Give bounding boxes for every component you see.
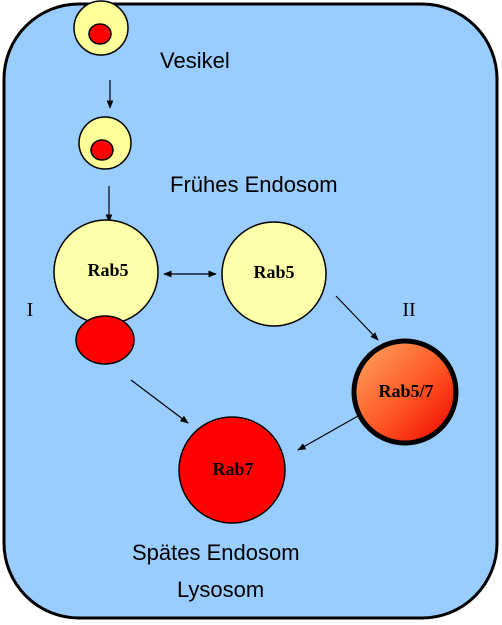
rab57-circle (351, 338, 459, 446)
label-spaetes-endosom: Spätes Endosom (132, 540, 300, 565)
vesicle-top (73, 0, 129, 56)
rab5-left-label: Rab5 (87, 260, 128, 280)
arrow-pathway-one-to-rab7 (130, 379, 189, 424)
rab57-label: Rab5/7 (378, 381, 433, 401)
label-lysosom: Lysosom (177, 577, 264, 602)
arrow-rab5-to-rab57 (335, 295, 379, 341)
arrow-rab57-to-rab7 (297, 415, 359, 451)
rab5-right-label: Rab5 (253, 262, 294, 282)
label-pathway-one: I (27, 299, 34, 321)
label-pathway-two: II (402, 299, 415, 321)
cargo-red-ellipse (75, 315, 135, 365)
label-vesikel: Vesikel (160, 48, 230, 73)
vesicle-second (78, 116, 132, 170)
rab5-right-circle (221, 221, 327, 327)
rab7-label: Rab7 (212, 459, 253, 479)
label-fruehes-endosom: Frühes Endosom (170, 172, 338, 197)
rab7-circle (178, 416, 286, 524)
